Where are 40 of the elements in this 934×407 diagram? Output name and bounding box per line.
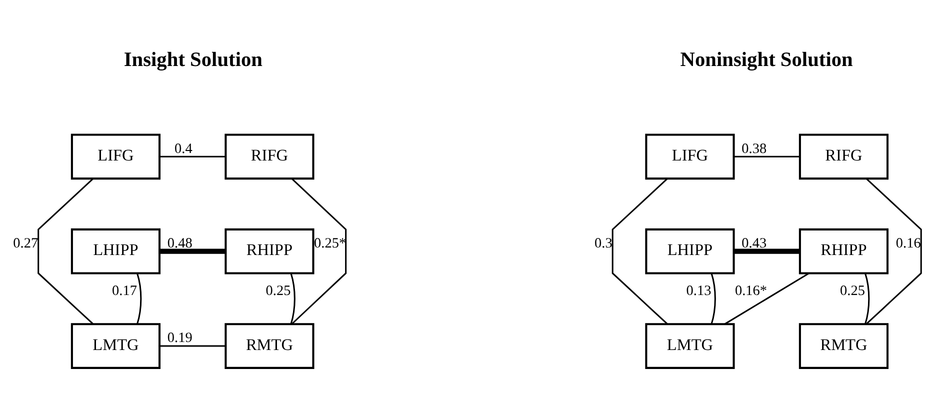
connector xyxy=(160,248,226,254)
node-box: RMTG xyxy=(798,322,889,368)
edge-label: 0.3 xyxy=(594,234,612,251)
edge-label: 0.4 xyxy=(174,140,192,156)
connector xyxy=(38,178,94,324)
label: Insight Solution xyxy=(124,48,262,71)
node-box: RMTG xyxy=(224,322,314,368)
edge-label: 0.17 xyxy=(112,282,137,298)
connector xyxy=(734,248,800,254)
node-box: RIFG xyxy=(224,133,314,180)
edge-label: 0.25 xyxy=(266,282,291,298)
node-box: LMTG xyxy=(70,322,161,368)
edge-label: 0.16 xyxy=(896,234,921,251)
connector xyxy=(136,272,142,324)
edge-label: 0.16* xyxy=(734,282,768,298)
node-box: LIFG xyxy=(70,133,161,180)
edge-label: 0.19 xyxy=(167,330,192,346)
node-box: RIFG xyxy=(798,133,889,180)
connector xyxy=(734,155,800,157)
connector xyxy=(612,178,668,324)
edge-label: 0.25 xyxy=(840,282,865,298)
label: Noninsight Solution xyxy=(680,48,853,71)
edge-label: 0.38 xyxy=(742,140,767,156)
node-box: LMTG xyxy=(645,322,735,368)
connector xyxy=(290,272,296,324)
connector xyxy=(160,344,226,346)
node-box: LIFG xyxy=(645,133,735,180)
node-box: LHIPP xyxy=(70,228,161,274)
node-box: LHIPP xyxy=(645,228,735,274)
node-box: RHIPP xyxy=(224,228,314,274)
connector xyxy=(710,272,716,324)
node-box: RHIPP xyxy=(798,228,889,274)
connector xyxy=(291,178,347,324)
edge-label: 0.43 xyxy=(742,234,767,251)
connector xyxy=(724,272,810,324)
edge-label: 0.13 xyxy=(686,282,712,298)
connector xyxy=(864,272,870,324)
connector xyxy=(160,155,226,157)
connector xyxy=(866,178,922,324)
edge-label: 0.48 xyxy=(167,234,192,251)
